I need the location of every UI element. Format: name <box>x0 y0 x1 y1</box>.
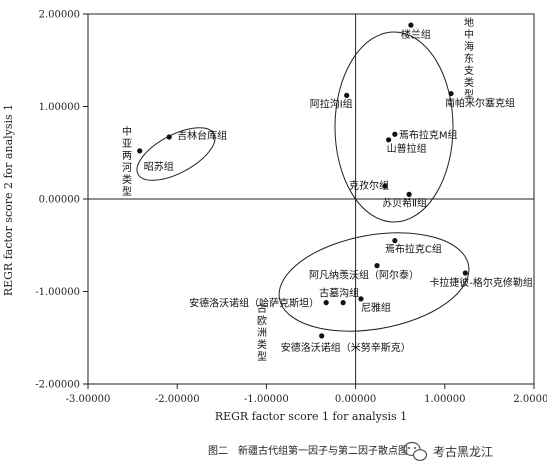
point-label: 昭苏组 <box>144 160 174 173</box>
data-point <box>166 134 172 140</box>
data-point <box>406 191 412 197</box>
data-point <box>392 131 398 137</box>
y-tick-label: -2.00000 <box>35 380 80 391</box>
data-point <box>386 137 392 143</box>
figure-caption: 图二 新疆古代组第一因子与第二因子散点图 <box>208 444 408 457</box>
point-label: 焉布拉克C组 <box>385 243 442 256</box>
point-label: 楼兰组 <box>401 28 431 41</box>
point-label: 安德洛沃诺组（哈萨克斯坦） <box>189 297 319 310</box>
point-label: 阿凡纳羡沃组（阿尔泰） <box>309 269 419 282</box>
data-point <box>448 90 454 97</box>
data-point <box>358 296 364 302</box>
x-tick-label: -1.00000 <box>244 394 289 405</box>
data-point <box>344 92 350 98</box>
point-label: 克孜尔组 <box>349 179 389 192</box>
central-asia-group-ellipse <box>136 127 216 181</box>
x-axis-title: REGR factor score 1 for analysis 1 <box>215 410 407 423</box>
watermark: 考古黑龙江 <box>403 441 493 461</box>
group-type-label: 古欧洲类型 <box>257 302 267 363</box>
point-label: 阿拉沟Ⅰ组 <box>310 97 353 110</box>
wechat-icon <box>403 441 428 461</box>
data-point <box>319 333 325 339</box>
group-type-label: 地中海东支类型 <box>464 16 474 101</box>
group-type-label: 中亚两河类型 <box>122 125 132 198</box>
watermark-text: 考古黑龙江 <box>433 444 493 459</box>
x-tick-label: 0.00000 <box>335 394 376 405</box>
x-tick-label: 2.00000 <box>513 394 547 405</box>
y-axis-title: REGR factor score 2 for analysis 1 <box>2 104 15 296</box>
x-tick-label: -2.00000 <box>155 394 200 405</box>
data-point <box>137 148 143 154</box>
point-label: 苏贝希Ⅱ组 <box>382 196 427 209</box>
y-tick-label: -1.00000 <box>35 287 80 298</box>
point-label: 安德洛沃诺组（米努辛斯克） <box>281 341 411 354</box>
data-point <box>408 22 414 28</box>
point-label: 古墓沟组 <box>319 287 359 300</box>
point-label: 焉布拉克M组 <box>399 128 458 141</box>
point-label: 吉林台库组 <box>177 129 227 142</box>
x-tick-label: 1.00000 <box>424 394 465 405</box>
y-tick-label: 1.00000 <box>39 102 80 113</box>
mediterranean-group-ellipse <box>334 31 454 223</box>
europe-group-ellipse <box>278 232 470 332</box>
x-tick-label: -3.00000 <box>66 394 111 405</box>
point-label: 山普拉组 <box>387 142 427 155</box>
data-point <box>374 263 380 269</box>
data-point <box>340 300 346 306</box>
data-point <box>382 183 388 189</box>
data-point <box>462 270 468 276</box>
point-label: 南帕米尔塞克组 <box>445 97 515 110</box>
point-label: 尼雅组 <box>361 301 391 314</box>
point-label: 卡拉捷彼-格尔克修勒组 <box>429 276 533 289</box>
y-tick-label: 2.00000 <box>39 10 80 21</box>
data-point <box>392 238 398 244</box>
y-tick-label: 0.00000 <box>39 195 80 206</box>
data-point <box>323 300 329 306</box>
